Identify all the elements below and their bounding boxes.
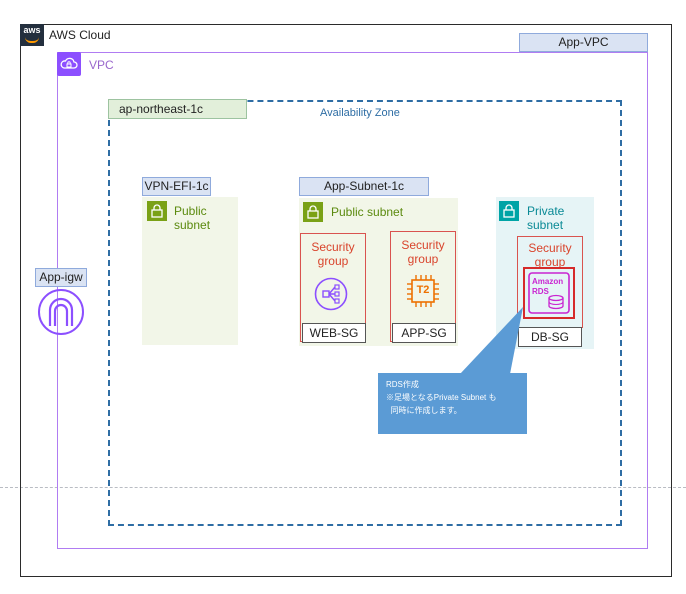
aws-logo-icon: aws bbox=[20, 24, 44, 46]
lock-icon bbox=[147, 201, 167, 221]
app-subnet-tag: App-Subnet-1c bbox=[299, 177, 429, 196]
sg-label-line: group bbox=[407, 252, 439, 266]
callout-line: 同時に作成します。 bbox=[386, 406, 462, 415]
private-subnet-label: Private subnet bbox=[527, 204, 564, 232]
app-subnet-label: Public subnet bbox=[331, 205, 404, 219]
aws-cloud-frame bbox=[20, 24, 672, 577]
rds-icon: Amazon RDS bbox=[528, 272, 570, 314]
callout-line: RDS作成 bbox=[386, 380, 419, 389]
vpn-subnet-label: Public subnet bbox=[174, 204, 210, 232]
security-group-label: Security group bbox=[390, 238, 456, 266]
rds-highlight bbox=[523, 267, 575, 319]
web-sg-name: WEB-SG bbox=[302, 323, 366, 343]
sg-label-line: Security bbox=[528, 241, 572, 255]
vpc-name-tag: App-VPC bbox=[519, 33, 648, 52]
db-sg-name: DB-SG bbox=[518, 327, 582, 347]
aws-logo-text: aws bbox=[23, 25, 41, 35]
lock-icon bbox=[499, 201, 519, 221]
page-break-line bbox=[0, 487, 686, 488]
rds-label-line: Amazon bbox=[532, 277, 564, 286]
rds-label-line: RDS bbox=[532, 287, 549, 296]
subnet-label-line: subnet bbox=[527, 218, 564, 232]
igw-tag: App-igw bbox=[35, 268, 87, 287]
lock-icon bbox=[303, 202, 323, 222]
callout-line: ※足場となるPrivate Subnet も bbox=[386, 393, 497, 402]
vpn-subnet-tag: VPN-EFI-1c bbox=[142, 177, 211, 196]
security-group-label: Security group bbox=[300, 240, 366, 268]
elb-icon bbox=[314, 277, 348, 311]
region-tag: ap-northeast-1c bbox=[108, 99, 247, 119]
sg-label-line: Security bbox=[401, 238, 445, 252]
vpn-public-subnet bbox=[142, 197, 238, 345]
subnet-label-line: subnet bbox=[174, 218, 211, 232]
aws-cloud-label: AWS Cloud bbox=[49, 28, 111, 42]
sg-label-line: group bbox=[317, 254, 349, 268]
sg-label-line: group bbox=[534, 255, 566, 269]
callout-note: RDS作成 ※足場となるPrivate Subnet も 同時に作成します。 bbox=[378, 373, 527, 434]
availability-zone-label: Availability Zone bbox=[320, 107, 400, 119]
ec2-t2-icon: T2 bbox=[404, 272, 442, 310]
availability-zone-frame bbox=[108, 100, 622, 526]
callout-pointer bbox=[460, 307, 523, 374]
subnet-label-line: Private bbox=[527, 204, 565, 218]
subnet-label-line: Public bbox=[174, 204, 207, 218]
ec2-t2-label: T2 bbox=[416, 284, 430, 296]
app-sg-name: APP-SG bbox=[392, 323, 456, 343]
security-group-label: Security group bbox=[517, 241, 583, 269]
app-public-subnet bbox=[299, 198, 458, 346]
internet-gateway-icon bbox=[37, 288, 85, 336]
sg-label-line: Security bbox=[311, 240, 355, 254]
vpc-label: VPC bbox=[89, 58, 114, 72]
vpc-cloud-icon bbox=[57, 52, 81, 76]
